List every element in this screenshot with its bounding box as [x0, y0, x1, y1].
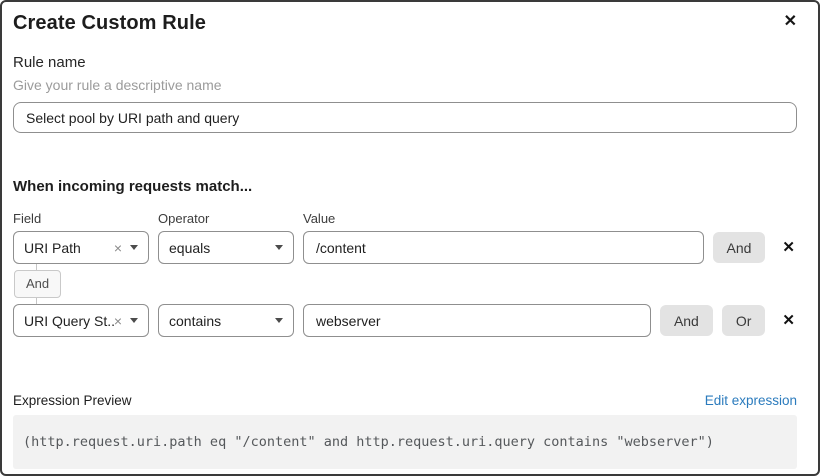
dialog-title: Create Custom Rule: [13, 12, 206, 34]
close-icon[interactable]: ✕: [783, 13, 797, 30]
rule-name-input[interactable]: [13, 102, 797, 133]
and-connector-badge[interactable]: And: [14, 270, 62, 298]
expression-preview-label: Expression Preview: [13, 393, 132, 408]
or-button[interactable]: Or: [721, 305, 766, 336]
edit-expression-link[interactable]: Edit expression: [704, 393, 797, 408]
remove-condition-icon[interactable]: ✕: [782, 312, 795, 329]
connector-line: [36, 264, 37, 270]
expression-preview-header: Expression Preview Edit expression: [13, 393, 797, 408]
match-heading: When incoming requests match...: [13, 178, 253, 195]
caret-down-icon: [275, 318, 283, 323]
condition-column-labels: Field Operator Value: [13, 211, 797, 226]
expression-code: (http.request.uri.path eq "/content" and…: [13, 415, 797, 469]
caret-down-icon: [275, 245, 283, 250]
condition-row-1: URI Path × equals And ✕: [13, 231, 797, 264]
clear-selection-icon[interactable]: ×: [113, 312, 122, 329]
condition-row-2: URI Query St... × contains And Or ✕: [13, 304, 797, 337]
remove-condition-icon[interactable]: ✕: [782, 239, 795, 256]
operator-select[interactable]: contains: [158, 304, 294, 337]
clear-selection-icon[interactable]: ×: [113, 239, 122, 256]
value-input[interactable]: [303, 304, 651, 337]
rule-name-hint: Give your rule a descriptive name: [13, 77, 222, 93]
field-select-value: URI Query St...: [24, 312, 114, 329]
connector-line: [36, 298, 37, 304]
condition-connector: And: [13, 264, 797, 304]
dialog-header: Create Custom Rule ✕: [13, 12, 797, 35]
rule-name-label: Rule name: [13, 54, 86, 71]
value-input[interactable]: [303, 231, 704, 264]
field-select[interactable]: URI Query St... ×: [13, 304, 149, 337]
caret-down-icon: [130, 318, 138, 323]
operator-select-value: contains: [169, 312, 222, 329]
caret-down-icon: [130, 245, 138, 250]
operator-select-value: equals: [169, 239, 211, 256]
field-select-value: URI Path: [24, 239, 81, 256]
and-button[interactable]: And: [712, 232, 766, 263]
operator-select[interactable]: equals: [158, 231, 294, 264]
operator-column-label: Operator: [158, 211, 210, 226]
field-select[interactable]: URI Path ×: [13, 231, 149, 264]
and-button[interactable]: And: [659, 305, 713, 336]
value-column-label: Value: [303, 211, 336, 226]
field-column-label: Field: [13, 211, 42, 226]
